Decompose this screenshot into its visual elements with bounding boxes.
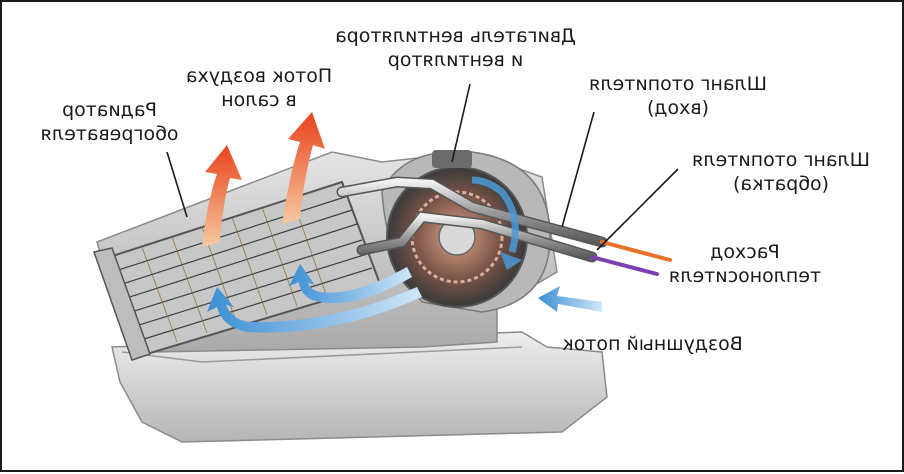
cold-air-arrow-fan xyxy=(471,176,522,270)
hot-air-arrow-left xyxy=(202,145,242,247)
label-air-flow: Воздушный поток xyxy=(562,333,743,355)
radiator-core xyxy=(93,180,382,361)
leader-hose-return xyxy=(596,168,679,251)
cold-air-arrow-upper xyxy=(289,264,412,304)
housing-tray xyxy=(111,331,608,443)
label-fan-motor: Двигатель вентилятора и вентилятор xyxy=(335,25,576,71)
leader-hose-in xyxy=(561,111,595,228)
label-coolant-flow: Расход теплоносителя xyxy=(668,241,822,287)
leader-radiator xyxy=(166,151,188,218)
cold-air-arrow-main xyxy=(538,286,602,312)
label-hose-return: Шланг отопителя (обратка) xyxy=(692,149,870,195)
label-hose-in: Шланг отопителя (вход) xyxy=(589,73,767,119)
coolant-out-flow xyxy=(590,255,659,276)
hot-air-arrow-right xyxy=(282,112,325,224)
coolant-in-flow xyxy=(600,240,672,262)
leader-fan-motor xyxy=(451,83,471,163)
cold-air-arrow-lower xyxy=(207,287,422,333)
